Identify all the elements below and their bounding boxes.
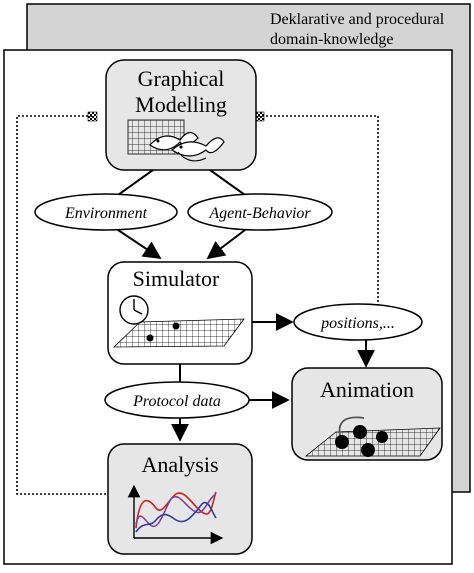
connector-modelling-environment [117, 169, 154, 196]
graphical-modelling-node: Graphical Modelling [105, 59, 257, 171]
feedback-loop [16, 115, 379, 495]
animation-label: Animation [320, 377, 414, 402]
graphical-modelling-label-line1: Graphical [138, 66, 225, 91]
modelling-icon [127, 119, 225, 162]
environment-label: Environment [64, 205, 148, 222]
domain-knowledge-label-line2: domain-knowledge [270, 31, 394, 48]
positions-label: positions,... [320, 315, 395, 332]
agent-behavior-ellipse: Agent-Behavior [187, 193, 333, 231]
protocol-data-ellipse: Protocol data [104, 381, 250, 419]
simulation-grid-icon [112, 318, 245, 348]
analysis-node: Analysis [107, 443, 253, 555]
analysis-label: Analysis [142, 452, 219, 477]
simulator-label: Simulator [133, 266, 220, 291]
simulator-node: Simulator [107, 261, 253, 365]
animation-grid-icon [304, 416, 441, 457]
clock-icon [119, 295, 149, 325]
analysis-chart-icon [127, 484, 224, 545]
animation-node: Animation [291, 367, 443, 461]
positions-ellipse: positions,... [293, 303, 423, 341]
loop-connector-left [87, 111, 98, 122]
connector-modelling-agent [209, 169, 246, 196]
environment-ellipse: Environment [34, 193, 178, 231]
agent-behavior-label: Agent-Behavior [208, 205, 311, 222]
arrow-agent-simulator [206, 229, 246, 260]
graphical-modelling-label-line2: Modelling [135, 92, 227, 117]
domain-knowledge-label-line1: Deklarative and procedural [270, 11, 445, 28]
arrow-environment-simulator [117, 229, 162, 259]
protocol-data-label: Protocol data [132, 393, 221, 410]
